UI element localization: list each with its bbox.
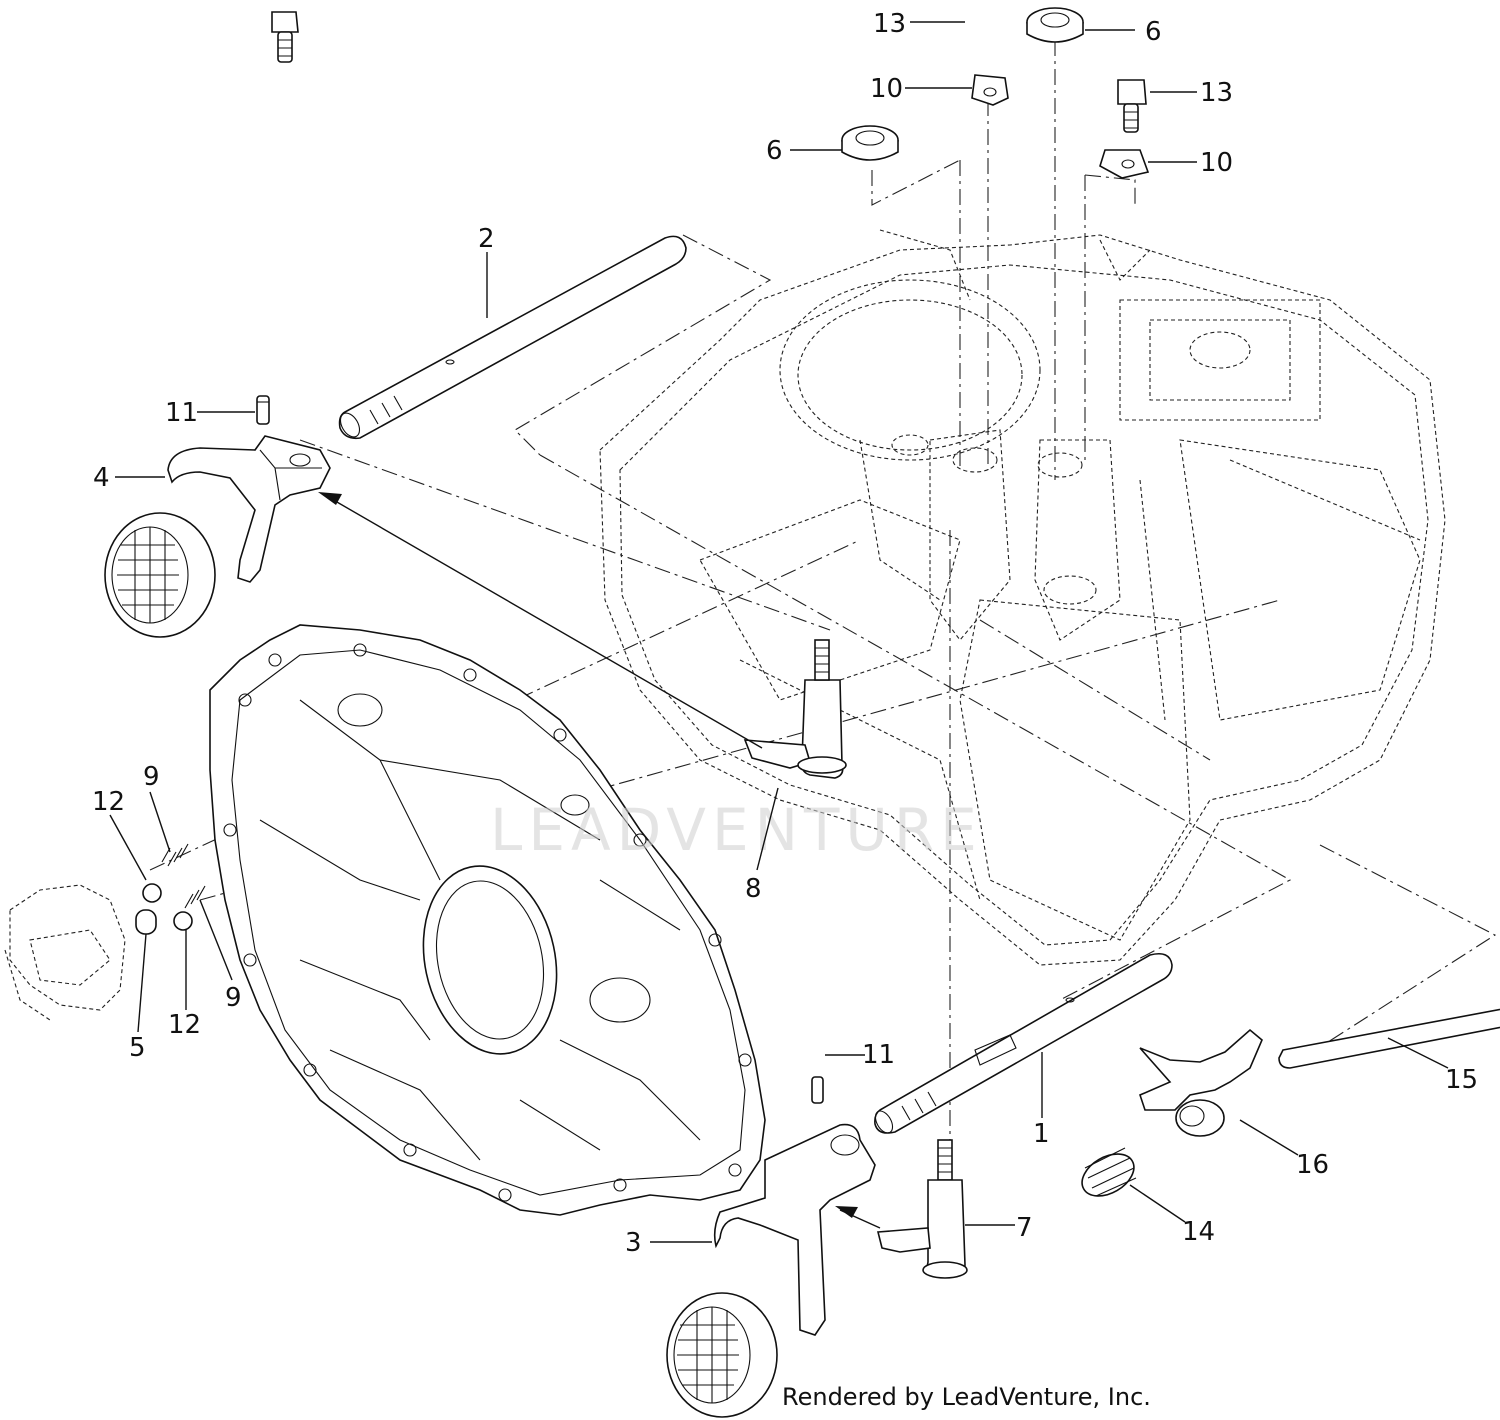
washer-10-left (971, 74, 1009, 106)
washer-10-right (1099, 149, 1150, 179)
callout-9-upper: 9 (143, 762, 160, 792)
callout-8: 8 (745, 874, 762, 904)
shift-arm-7 (876, 1139, 968, 1279)
callout-12-upper: 12 (92, 787, 125, 817)
callout-6-right: 6 (1145, 17, 1162, 47)
housing-fragment-left (4, 884, 126, 1021)
callout-9-lower: 9 (225, 983, 242, 1013)
callout-16: 16 (1296, 1150, 1329, 1180)
watermark: LEADVENTURE (490, 796, 983, 864)
transmission-cover (209, 624, 766, 1216)
shift-arm-8 (743, 639, 847, 779)
shift-rod-2 (338, 235, 687, 440)
callout-15: 15 (1445, 1065, 1478, 1095)
callout-5: 5 (129, 1033, 146, 1063)
callout-11-lower: 11 (862, 1040, 895, 1070)
callout-7: 7 (1016, 1213, 1033, 1243)
callout-3: 3 (625, 1228, 642, 1258)
roll-pin-11-lower (811, 1076, 824, 1104)
callout-leaders-real (109, 21, 1449, 1243)
assembly-arrows (318, 492, 881, 1229)
seal-6-right (1026, 7, 1084, 43)
shift-fork-3 (713, 1123, 876, 1336)
detent-assembly (135, 843, 206, 935)
shift-rod-1 (874, 952, 1173, 1134)
callout-14: 14 (1182, 1217, 1215, 1247)
callout-labels: 13 6 10 13 10 6 2 11 4 8 9 12 9 12 5 11 … (92, 9, 1478, 1258)
callout-2: 2 (478, 224, 495, 254)
shift-fork-4 (167, 435, 331, 583)
callout-10-left: 10 (870, 74, 903, 104)
gear-lower (666, 1292, 778, 1418)
callout-6-left: 6 (766, 136, 783, 166)
shift-fork-16 (1139, 1028, 1263, 1137)
callout-10-right: 10 (1200, 148, 1233, 178)
gear-upper-left (104, 512, 216, 638)
callout-11-upper: 11 (165, 398, 198, 428)
seal-6-left (841, 125, 899, 161)
callout-13-right: 13 (1200, 78, 1233, 108)
render-credit: Rendered by LeadVenture, Inc. (782, 1383, 1151, 1411)
roll-pin-11-upper (256, 395, 270, 425)
callout-4: 4 (93, 463, 110, 493)
bolt-13-left (271, 11, 299, 63)
callout-13-left: 13 (873, 9, 906, 39)
spring-14 (1081, 1147, 1137, 1197)
callout-1: 1 (1033, 1119, 1050, 1149)
bolt-13-right (1117, 79, 1147, 133)
shift-rod-15-real (1278, 1008, 1500, 1069)
callout-12-lower: 12 (168, 1010, 201, 1040)
